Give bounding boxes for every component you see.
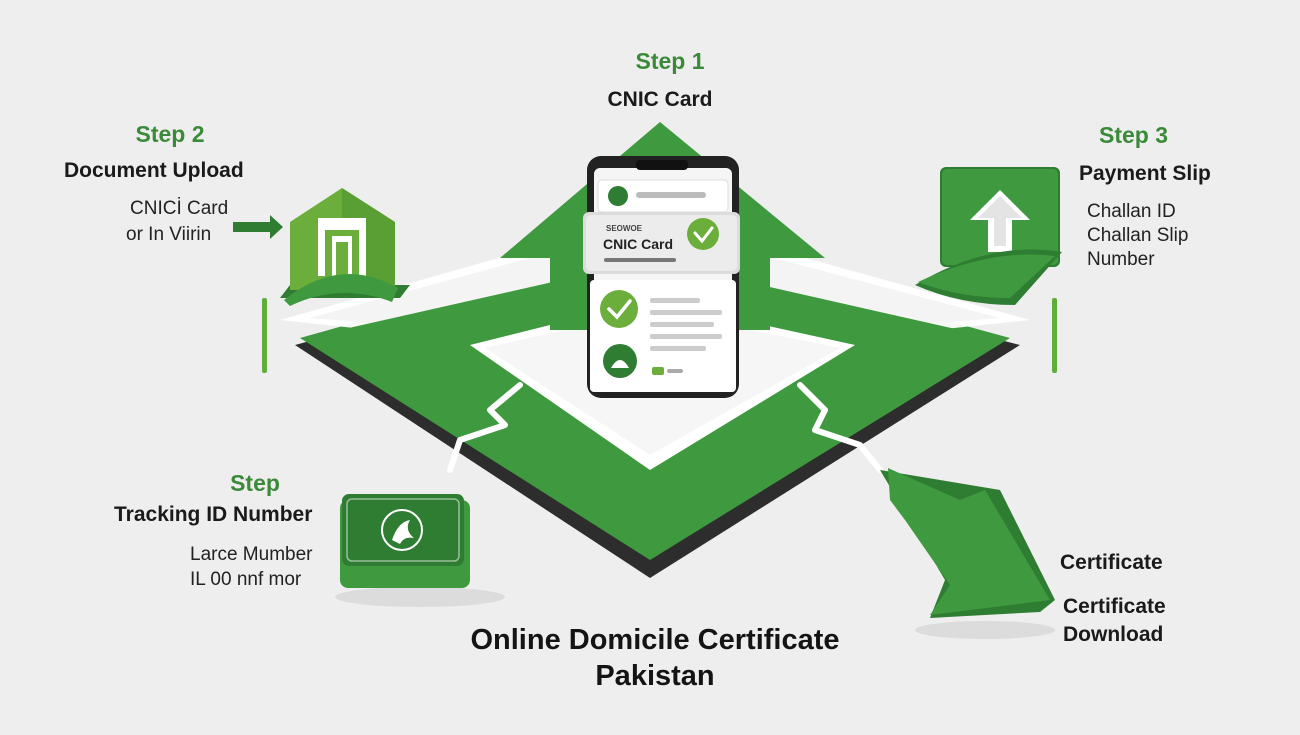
step1-heading: CNIC Card	[607, 88, 713, 111]
connector-line-left	[447, 382, 523, 473]
step4-label: Step	[230, 470, 280, 496]
step2-line1: CNICİ Card	[130, 198, 229, 219]
step1-label: Step 1	[635, 48, 705, 74]
step4-heading: Tracking ID Number	[114, 503, 313, 526]
step2-line2: or In Viirin	[126, 224, 212, 245]
tracking-box-icon	[340, 494, 470, 588]
card-caption: SEOWOE	[606, 224, 643, 233]
step4-line1: Larce Mumber	[190, 544, 313, 565]
step2-label: Step 2	[135, 121, 205, 147]
phone-mockup	[583, 156, 740, 398]
step3-line2: Challan Slip	[1087, 225, 1189, 246]
upload-icon	[915, 167, 1062, 305]
left-accent-bar	[262, 298, 267, 373]
step5-line1: Certificate	[1063, 595, 1166, 618]
card-title: CNIC Card	[603, 236, 674, 252]
title-line1: Online Domicile Certificate	[470, 624, 840, 656]
step4-line2: IL 00 nnf mor	[190, 569, 302, 590]
connector-line-right	[797, 382, 883, 473]
right-accent-bar	[1052, 298, 1057, 373]
house-icon	[280, 188, 410, 306]
step3-label: Step 3	[1099, 122, 1169, 148]
page-title: Online Domicile Certificate Pakistan	[420, 622, 890, 694]
download-arrow-icon	[880, 468, 1055, 618]
step3-line3: Number	[1087, 249, 1155, 270]
step2-heading: Document Upload	[64, 159, 244, 182]
step5-heading: Certificate	[1060, 551, 1163, 574]
arrow-right-icon	[233, 215, 283, 239]
step3-line1: Challan ID	[1087, 201, 1176, 222]
step3-heading: Payment Slip	[1079, 162, 1211, 185]
title-line2: Pakistan	[595, 660, 715, 692]
step5-line2: Download	[1063, 623, 1164, 646]
